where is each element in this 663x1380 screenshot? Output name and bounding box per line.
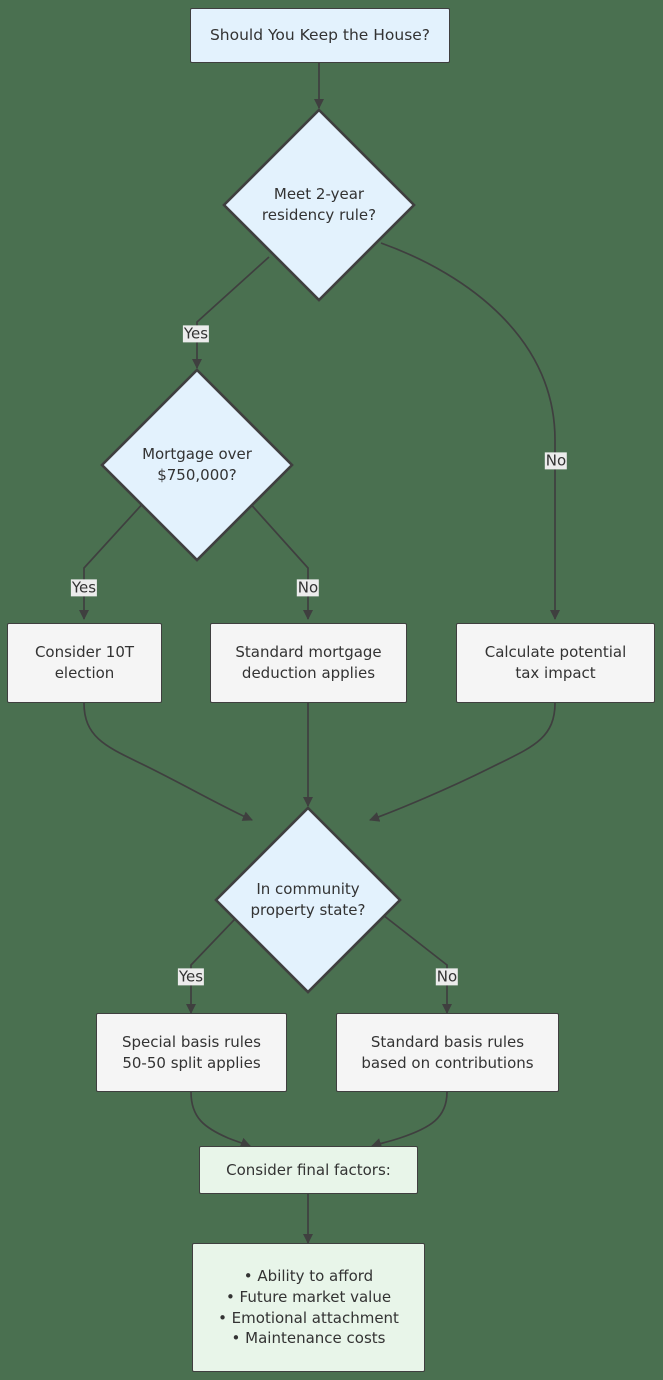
- edge-standardbasis-finalfactors: [371, 1091, 448, 1148]
- node-consider-10t-election[interactable]: Consider 10T election: [7, 623, 162, 703]
- node-standard-deduction-label: Standard mortgage deduction applies: [235, 643, 382, 682]
- node-special-basis-label: Special basis rules 50-50 split applies: [122, 1032, 261, 1072]
- edge-label-mortgage-yes: Yes: [70, 578, 98, 597]
- node-special-basis-rules[interactable]: Special basis rules 50-50 split applies: [96, 1013, 287, 1092]
- node-factor-list-label: • Ability to afford • Future market valu…: [218, 1267, 399, 1348]
- edge-label-residency-yes: Yes: [182, 324, 210, 343]
- edge-election-community: [83, 702, 253, 821]
- node-consider-final-factors[interactable]: Consider final factors:: [199, 1146, 418, 1194]
- edge-specialbasis-finalfactors: [190, 1091, 251, 1148]
- node-start-label: Should You Keep the House?: [209, 25, 431, 44]
- node-standard-basis-rules[interactable]: Standard basis rules based on contributi…: [336, 1013, 559, 1092]
- diamond-shape: [214, 806, 402, 994]
- diamond-shape: [222, 108, 416, 302]
- edge-label-community-yes: Yes: [177, 967, 205, 986]
- node-tax-impact-label: Calculate potential tax impact: [484, 643, 627, 682]
- node-community-label: In community property state?: [250, 880, 366, 919]
- node-final-factors-label: Consider final factors:: [226, 1160, 391, 1179]
- node-start[interactable]: Should You Keep the House?: [190, 8, 450, 63]
- edge-label-residency-no: No: [544, 451, 568, 470]
- node-standard-mortgage-deduction[interactable]: Standard mortgage deduction applies: [210, 623, 407, 703]
- diamond-shape: [100, 368, 294, 562]
- node-factor-list[interactable]: • Ability to afford • Future market valu…: [192, 1243, 425, 1372]
- edge-taximpact-community: [369, 702, 556, 822]
- node-community-property-decision[interactable]: In community property state?: [214, 806, 402, 994]
- node-election-label: Consider 10T election: [34, 643, 135, 682]
- edge-label-mortgage-no: No: [296, 578, 320, 597]
- node-mortgage-decision[interactable]: Mortgage over $750,000?: [100, 368, 294, 562]
- node-calculate-tax-impact[interactable]: Calculate potential tax impact: [456, 623, 655, 703]
- edge-label-community-no: No: [435, 967, 459, 986]
- node-mortgage-label: Mortgage over $750,000?: [142, 445, 252, 484]
- node-standard-basis-label: Standard basis rules based on contributi…: [361, 1032, 534, 1072]
- node-residency-label: Meet 2-year residency rule?: [261, 185, 377, 224]
- node-residency-decision[interactable]: Meet 2-year residency rule?: [222, 108, 416, 302]
